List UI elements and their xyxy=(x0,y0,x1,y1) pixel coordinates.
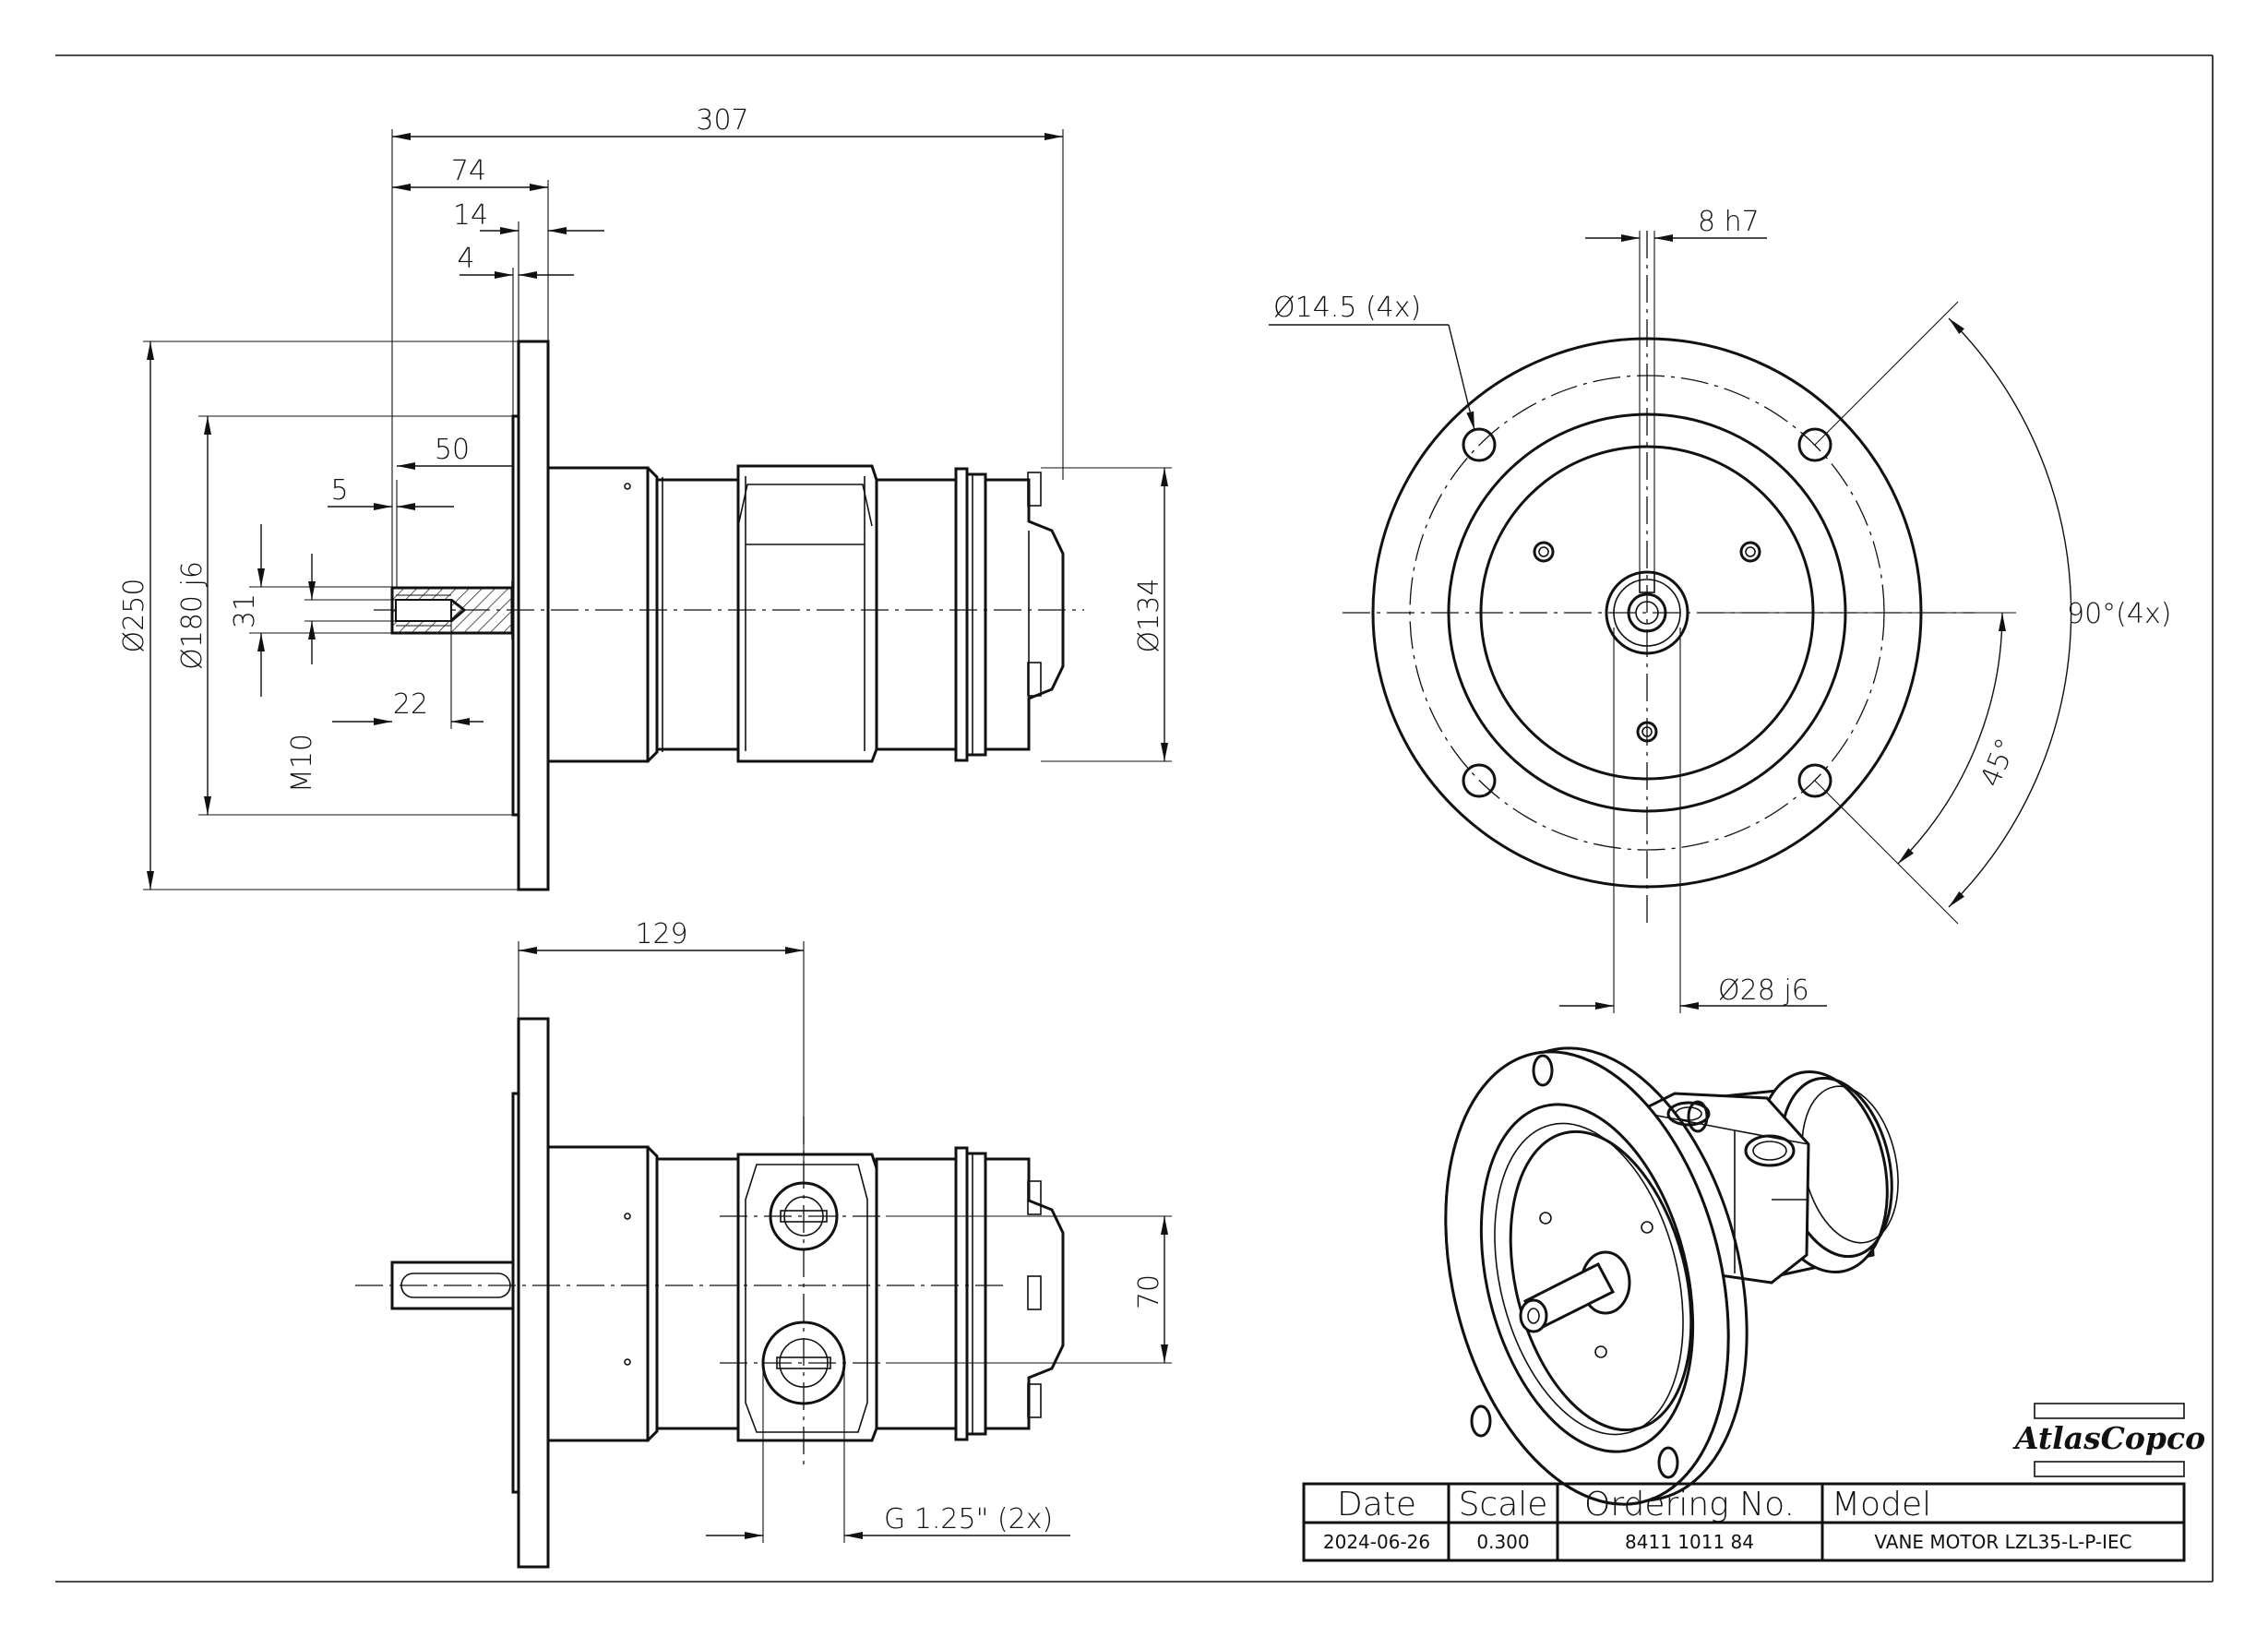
dim-angle-90: 90°(4x) xyxy=(2067,598,2171,630)
title-block: Date Scale Ordering No. Model 2024-06-26… xyxy=(1302,1482,2186,1562)
dim-shaft-dia: Ø28 j6 xyxy=(1718,974,1809,1007)
dim-spigot-dia: Ø180 j6 xyxy=(176,561,209,670)
dim-key-width: 8 h7 xyxy=(1698,206,1760,238)
value-model: VANE MOTOR LZL35-L-P-IEC xyxy=(1874,1531,2131,1553)
dim-body-dia: Ø134 xyxy=(1133,579,1165,653)
side-view: 307 74 14 4 50 5 31 M10 22 xyxy=(118,104,1172,891)
dim-50: 50 xyxy=(435,434,470,466)
dim-31: 31 xyxy=(229,593,261,628)
isometric-view xyxy=(1444,1046,1899,1506)
logo-text: AtlasCopco xyxy=(2012,1420,2205,1456)
dim-hole-dia: Ø14.5 (4x) xyxy=(1273,292,1421,324)
dim-overall-length: 307 xyxy=(696,104,748,137)
header-model: Model xyxy=(1832,1486,1931,1523)
dim-thread: M10 xyxy=(286,734,318,793)
dim-5: 5 xyxy=(330,474,348,507)
dim-74: 74 xyxy=(451,155,486,187)
front-view: 8 h7 Ø14.5 (4x) 90°(4x) 45° Ø28 j6 xyxy=(1269,206,2171,1013)
header-scale: Scale xyxy=(1459,1486,1548,1523)
dim-flange-dia: Ø250 xyxy=(118,579,150,653)
dim-14: 14 xyxy=(453,199,488,232)
bottom-view: 129 70 G 1.25" (2x) xyxy=(355,918,1172,1569)
header-ordering-no: Ordering No. xyxy=(1584,1486,1795,1523)
atlas-copco-logo: AtlasCopco xyxy=(2012,1403,2205,1477)
dim-port: G 1.25" (2x) xyxy=(884,1503,1053,1535)
header-date: Date xyxy=(1337,1486,1416,1523)
dim-70: 70 xyxy=(1133,1274,1165,1309)
dim-22: 22 xyxy=(393,688,428,721)
dim-129: 129 xyxy=(635,918,687,950)
value-scale: 0.300 xyxy=(1476,1531,1529,1553)
value-date: 2024-06-26 xyxy=(1323,1531,1430,1553)
dim-angle-45: 45° xyxy=(1975,734,2023,791)
dim-4: 4 xyxy=(457,243,474,275)
value-ordering-no: 8411 1011 84 xyxy=(1625,1531,1754,1553)
